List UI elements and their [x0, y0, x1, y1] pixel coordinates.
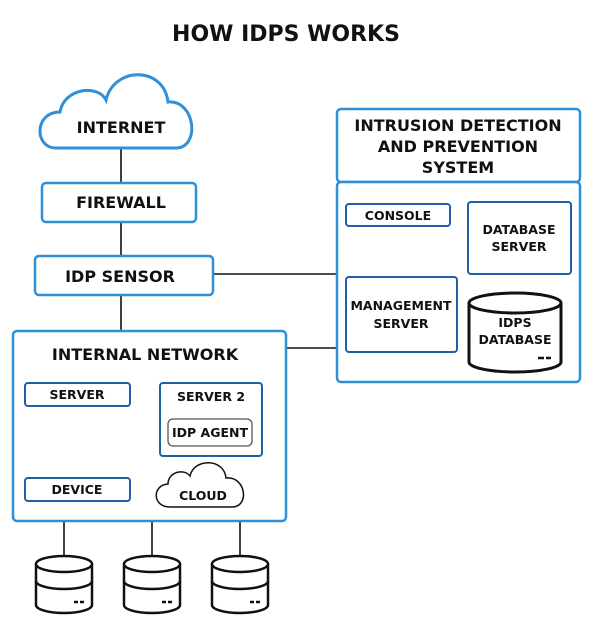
server2-label: SERVER 2	[177, 389, 245, 404]
page-title: HOW IDPS WORKS	[172, 22, 400, 47]
internet-cloud-icon	[38, 73, 194, 150]
cloud-label: CLOUD	[179, 488, 227, 503]
internet-label: INTERNET	[77, 118, 166, 137]
idp-agent-box	[167, 418, 253, 447]
idps-title-line-2: AND PREVENTION	[378, 137, 538, 156]
database-server-line-1: DATABASE	[482, 222, 555, 237]
internal-network-title: INTERNAL NETWORK	[52, 345, 239, 364]
storage-icon-1	[34, 554, 94, 615]
console-label: CONSOLE	[365, 208, 431, 223]
idp-sensor-label: IDP SENSOR	[65, 267, 175, 286]
management-server-line-1: MANAGEMENT	[350, 298, 451, 313]
management-server-line-2: SERVER	[373, 316, 428, 331]
server-box	[24, 382, 131, 407]
cloud-icon	[155, 462, 245, 508]
database-server-line-2: SERVER	[491, 239, 546, 254]
device-box	[24, 477, 131, 502]
idps-database-line-1: IDPS	[498, 315, 531, 330]
storage-icon-2	[122, 554, 182, 615]
device-label: DEVICE	[52, 482, 103, 497]
idps-title-line-3: SYSTEM	[422, 158, 494, 177]
storage-icon-3	[210, 554, 270, 615]
idps-database-line-2: DATABASE	[478, 332, 551, 347]
management-server-box	[345, 276, 458, 353]
idps-title-line-1: INTRUSION DETECTION	[354, 116, 561, 135]
firewall-box	[40, 181, 198, 224]
console-box	[345, 203, 451, 227]
idp-sensor-box	[33, 254, 215, 297]
database-server-box	[467, 201, 572, 275]
idps-database-icon	[467, 291, 563, 374]
server-label: SERVER	[49, 387, 104, 402]
idp-agent-label: IDP AGENT	[172, 425, 248, 440]
firewall-label: FIREWALL	[76, 193, 166, 212]
